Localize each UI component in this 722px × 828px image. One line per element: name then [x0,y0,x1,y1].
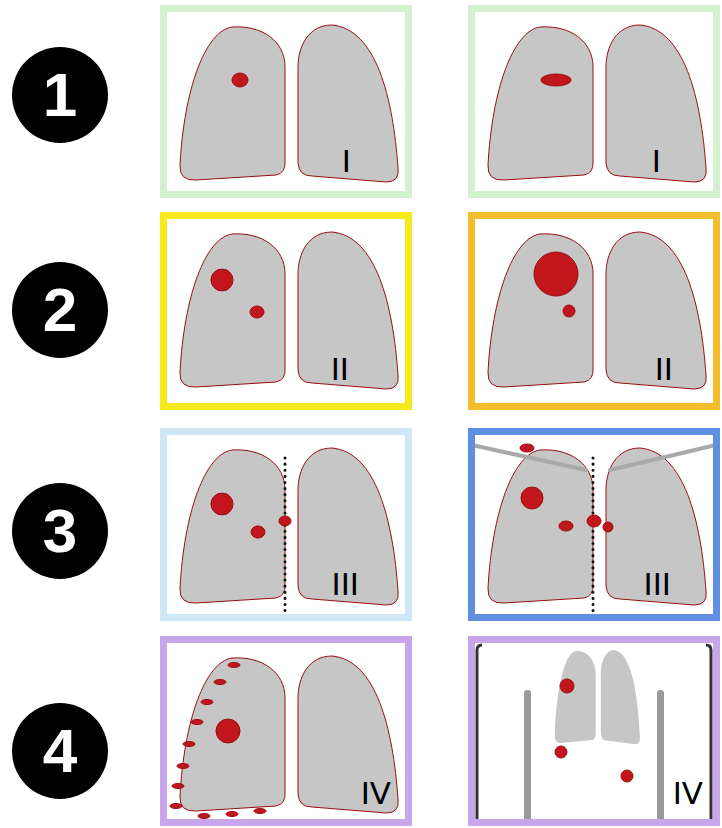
lung-panel [468,428,720,621]
stage-label: III [332,569,359,600]
stage-panel: I [468,5,720,198]
lung-panel [160,212,412,410]
stage-number-circle: 3 [12,483,108,579]
stage-panel: IV [160,636,412,826]
stage-panel: II [160,212,412,410]
stage-label: II [331,354,349,385]
stage-label: I [342,146,351,177]
callout-number: 2 [43,279,77,341]
lung-panel [160,428,412,621]
callout-number: 1 [43,64,77,126]
stage-number-circle: 1 [12,47,108,143]
stage-label: I [652,146,661,177]
stage-number-circle: 4 [12,703,108,799]
lung-panel [468,636,720,826]
callout-number: 4 [43,720,77,782]
stage-number-circle: 2 [12,262,108,358]
callout-number: 3 [43,500,77,562]
stage-panel: II [468,212,720,410]
stage-label: IV [361,778,391,809]
lung-panel [468,212,720,410]
lung-panel [160,636,412,826]
lung-panel [160,5,412,198]
stage-panel: III [468,428,720,621]
stage-panel: IV [468,636,720,826]
stage-label: III [644,569,671,600]
stage-label: II [655,354,673,385]
stage-panel: III [160,428,412,621]
stage-panel: I [160,5,412,198]
lung-panel [468,5,720,198]
stage-label: IV [673,778,703,809]
